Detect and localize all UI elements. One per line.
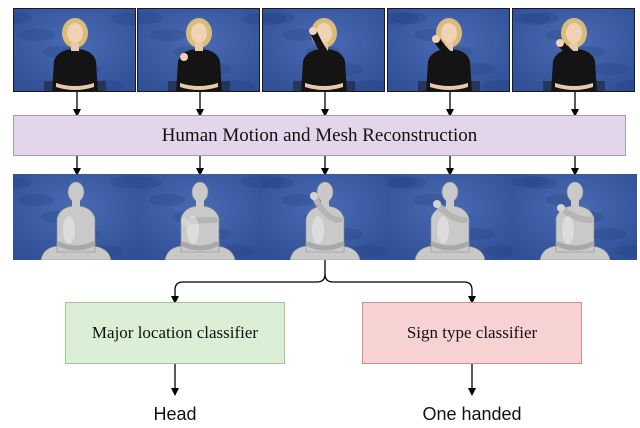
mesh-overlay-image: [262, 174, 387, 260]
branch-arrow-sign-type: [324, 273, 476, 304]
location-output: Head: [153, 404, 197, 424]
mesh-overlay-image: [13, 174, 138, 260]
reconstruction-to-mesh-arrows: [73, 156, 579, 176]
mesh-frame: [512, 174, 637, 260]
sign-type-classifier-label: Sign type classifier: [406, 323, 538, 342]
mesh-frame: [137, 174, 262, 260]
mesh-overlay-image: [512, 174, 637, 260]
sign-type-output: One handed: [422, 404, 522, 424]
signer-image: [513, 9, 634, 91]
sign-type-classifier-box: Sign type classifier: [362, 302, 582, 364]
mesh-frame: [13, 174, 138, 260]
video-frame: [387, 8, 510, 92]
signer-image: [14, 9, 135, 91]
mesh-overlay-image: [387, 174, 512, 260]
mesh-overlay-image: [137, 174, 262, 260]
frame-to-reconstruction-arrows: [73, 92, 579, 117]
video-frame: [13, 8, 136, 92]
mesh-frame: [262, 174, 387, 260]
location-classifier-label: Major location classifier: [91, 323, 259, 342]
signer-image: [138, 9, 259, 91]
branch-arrow-location: [171, 260, 326, 304]
video-frame: [137, 8, 260, 92]
signer-image: [388, 9, 509, 91]
reconstruction-label: Human Motion and Mesh Reconstruction: [161, 124, 478, 146]
reconstruction-stage-box: Human Motion and Mesh Reconstruction: [13, 115, 626, 156]
video-frame: [262, 8, 385, 92]
mesh-frame: [387, 174, 512, 260]
signer-image: [263, 9, 384, 91]
location-classifier-box: Major location classifier: [65, 302, 285, 364]
video-frame: [512, 8, 635, 92]
